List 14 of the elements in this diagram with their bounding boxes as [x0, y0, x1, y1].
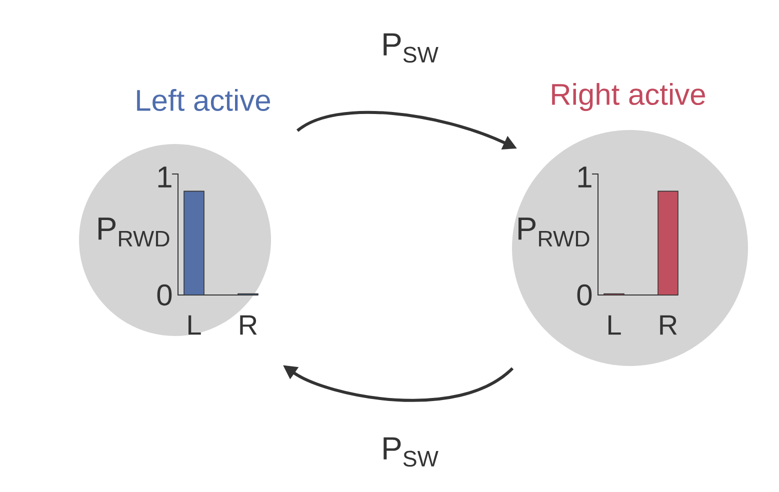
axis-label: P$_{RWD}$ — [98, 218, 170, 246]
category-label: L — [188, 315, 201, 335]
tick-label: 1 — [158, 166, 172, 188]
tick-label: 0 — [157, 284, 172, 306]
edge-label: P$_{SW}$ — [384, 437, 438, 467]
category-label: R — [660, 315, 677, 335]
edge-label: P$_{SW}$ — [384, 33, 438, 63]
state-heading: Left active — [137, 88, 270, 112]
state-heading: Right active — [552, 83, 705, 111]
tick-label: 0 — [577, 284, 592, 306]
category-label: L — [608, 315, 621, 335]
axis-label: P$_{RWD}$ — [518, 218, 590, 246]
tick-label: 1 — [578, 166, 592, 188]
category-label: R — [240, 315, 257, 335]
